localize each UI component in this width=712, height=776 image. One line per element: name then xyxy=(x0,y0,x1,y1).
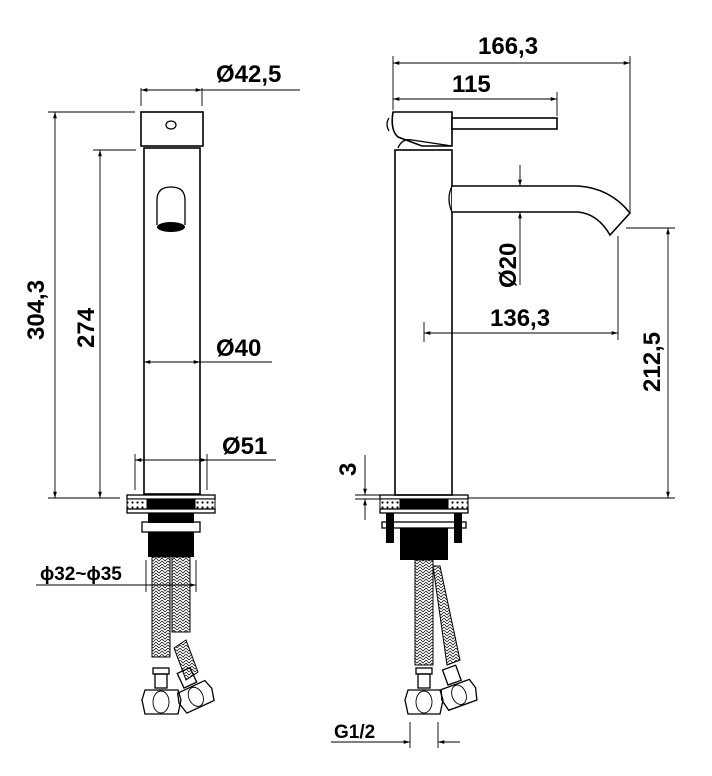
mounting-shank xyxy=(148,532,194,557)
dim-total-height: 304,3 xyxy=(23,280,50,340)
side-view: 166,3 115 Ø20 136,3 212,5 3 G1/2 xyxy=(331,33,675,748)
side-hose-left xyxy=(414,559,434,666)
dim-spout-height: 212,5 xyxy=(639,332,666,392)
dim-body-diameter: Ø40 xyxy=(216,335,261,362)
handle-indicator-dot xyxy=(165,120,177,130)
front-view: Ø42,5 304,3 274 Ø40 Ø51 ϕ32~ϕ35 xyxy=(23,61,300,715)
hose-left xyxy=(151,556,171,658)
dim-base-thickness: 3 xyxy=(335,463,362,476)
dim-connection-thread: G1/2 xyxy=(334,722,375,743)
side-body xyxy=(394,149,453,496)
side-hex-nut-left xyxy=(404,689,444,715)
front-body xyxy=(143,147,201,495)
side-hose-right xyxy=(432,565,461,666)
hex-nut-right xyxy=(176,679,215,714)
side-mounting-shank xyxy=(400,528,448,560)
dim-hole-diameter: ϕ32~ϕ35 xyxy=(40,564,122,585)
spout xyxy=(452,185,632,237)
dim-body-height: 274 xyxy=(73,307,100,348)
lever-handle xyxy=(451,117,558,130)
dim-base-diameter: Ø51 xyxy=(222,433,267,460)
aerator-opening xyxy=(156,186,186,225)
dim-total-depth: 166,3 xyxy=(478,33,538,60)
dim-spout-reach: 136,3 xyxy=(490,305,550,332)
hose-right xyxy=(171,556,191,633)
dim-lever-length: 115 xyxy=(452,71,491,98)
dim-spout-diameter: Ø20 xyxy=(495,243,522,288)
side-hex-nut-right xyxy=(440,678,478,712)
dim-handle-diameter: Ø42,5 xyxy=(216,61,281,88)
aerator-icon xyxy=(157,222,185,232)
hex-nut-left xyxy=(141,689,182,715)
lever-head xyxy=(391,111,453,147)
